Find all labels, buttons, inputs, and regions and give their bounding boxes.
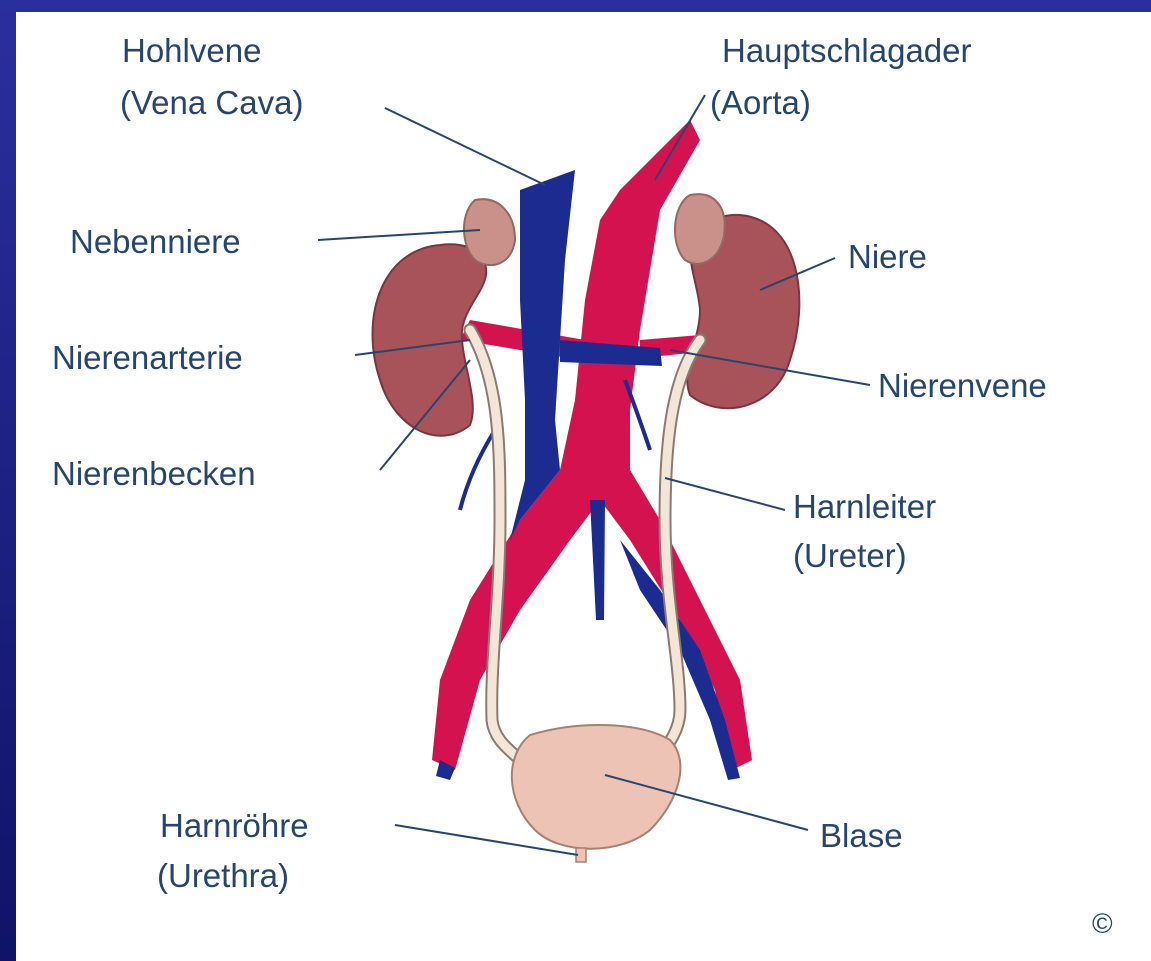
label-harnleiter: Harnleiter xyxy=(793,486,936,528)
label-nierenbecken: Nierenbecken xyxy=(52,453,256,495)
bladder-shape xyxy=(512,725,681,862)
label-nierenarterie: Nierenarterie xyxy=(52,337,243,379)
label-harnroehre: Harnröhre xyxy=(160,805,309,847)
label-ureter: (Ureter) xyxy=(793,535,907,577)
label-niere: Niere xyxy=(848,236,927,278)
label-urethra: (Urethra) xyxy=(157,855,289,897)
label-hauptschlagader: Hauptschlagader xyxy=(722,30,972,72)
label-hohlvene: Hohlvene xyxy=(122,30,261,72)
copyright-mark: © xyxy=(1092,903,1113,945)
label-vena-cava: (Vena Cava) xyxy=(120,82,303,124)
label-nierenvene: Nierenvene xyxy=(878,365,1047,407)
label-blase: Blase xyxy=(820,815,903,857)
label-aorta: (Aorta) xyxy=(710,82,811,124)
label-nebenniere: Nebenniere xyxy=(70,221,241,263)
